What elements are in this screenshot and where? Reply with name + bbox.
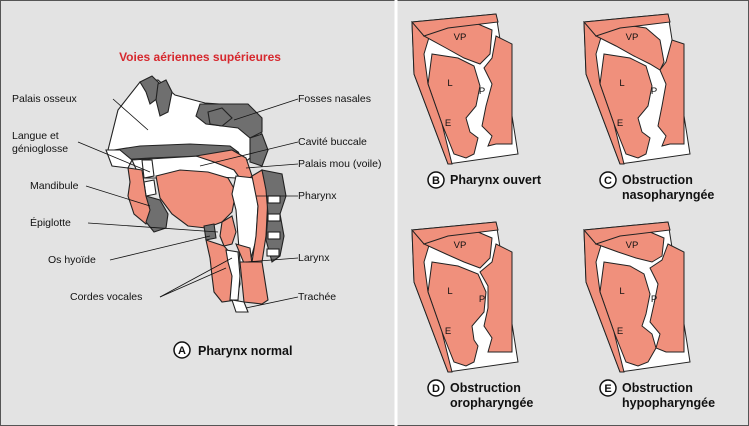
- label-p: P: [651, 294, 657, 305]
- figure-title: Voies aériennes supérieures: [119, 50, 281, 64]
- posterior-wall: [481, 35, 513, 147]
- posterior-wall: [649, 243, 685, 353]
- esophagus: [239, 261, 269, 305]
- anterior-wall: [583, 21, 625, 165]
- panel-caption-line1: Obstruction: [622, 381, 693, 395]
- label-cordes-vocales: Cordes vocales: [70, 291, 142, 303]
- palate-strip: [410, 221, 499, 245]
- vertebral-disc-3: [267, 231, 281, 240]
- label-e: E: [617, 326, 623, 337]
- label-fosses-nasales: Fosses nasales: [298, 93, 371, 105]
- label-p: P: [479, 294, 485, 305]
- panel-badge: [427, 379, 445, 397]
- label-vp: VP: [626, 32, 639, 43]
- tongue-region: [427, 53, 481, 159]
- posterior-wall: [479, 243, 513, 353]
- palate-strip: [582, 221, 671, 245]
- label-p: P: [479, 86, 485, 97]
- label-vp: VP: [626, 240, 639, 251]
- panel-letter: E: [604, 383, 611, 395]
- panel-caption-line1: Obstruction: [622, 173, 693, 187]
- anterior-wall: [411, 21, 453, 165]
- epiglottis: [219, 215, 237, 247]
- anterior-wall: [583, 229, 625, 373]
- turbinate-middle: [207, 107, 233, 127]
- label-pharynx: Pharynx: [298, 190, 337, 202]
- hyoid-bone: [203, 223, 217, 241]
- head-anatomy-drawing: [105, 75, 287, 313]
- panel-letter: C: [604, 175, 612, 187]
- panel-letter: B: [432, 175, 440, 187]
- lower-lip-chin: [127, 167, 153, 225]
- label-e: E: [445, 118, 451, 129]
- label-vp: VP: [454, 240, 467, 251]
- panel-badge: [599, 379, 617, 397]
- panel-b: VP L P E B Pharynx ouvert: [410, 13, 542, 189]
- upper-teeth: [141, 159, 155, 179]
- panel-letter: D: [432, 383, 440, 395]
- panel-caption-line1: Pharynx ouvert: [450, 173, 542, 187]
- panel-badge: [599, 171, 617, 189]
- trachea: [231, 299, 249, 313]
- label-mandibule: Mandibule: [30, 180, 79, 192]
- leader-lines: [77, 98, 299, 309]
- label-langue-line2: génioglosse: [12, 143, 68, 155]
- label-e: E: [445, 326, 451, 337]
- vertebral-disc-4: [266, 248, 280, 257]
- label-langue-line1: Langue et: [12, 130, 59, 142]
- posterior-wall: [657, 39, 685, 147]
- label-os-hyoide: Os hyoïde: [48, 254, 96, 266]
- panel-caption-line1: Obstruction: [450, 381, 521, 395]
- label-palais-osseux: Palais osseux: [12, 93, 78, 105]
- label-larynx: Larynx: [298, 252, 330, 264]
- tongue: [155, 169, 237, 229]
- panel-a-badge: [173, 341, 191, 359]
- palate-strip: [582, 13, 671, 37]
- label-l: L: [447, 286, 452, 297]
- label-cavite-buccale: Cavité buccale: [298, 136, 367, 148]
- label-l: L: [447, 78, 452, 89]
- label-p: P: [651, 86, 657, 97]
- panel-caption-line2: nasopharyngée: [622, 188, 714, 202]
- label-palais-mou: Palais mou (voile): [298, 158, 381, 170]
- label-trachee: Trachée: [298, 291, 336, 303]
- tongue-region: [599, 53, 653, 159]
- panel-badge: [427, 171, 445, 189]
- panel-a-letter: A: [178, 345, 186, 357]
- label-l: L: [619, 286, 624, 297]
- anterior-wall: [411, 229, 453, 373]
- palate-strip: [410, 13, 499, 37]
- label-l: L: [619, 78, 624, 89]
- mandible-bone: [145, 195, 169, 233]
- panel-caption-line2: oropharyngée: [450, 396, 533, 410]
- turbinate-upper: [155, 79, 173, 117]
- tongue-region: [599, 261, 657, 367]
- panel-caption-line2: hypopharyngée: [622, 396, 715, 410]
- vertebral-disc-2: [267, 213, 281, 222]
- label-e: E: [617, 118, 623, 129]
- skull-base: [249, 133, 269, 167]
- tongue-region: [427, 261, 487, 367]
- vertebral-disc-1: [267, 195, 281, 204]
- panel-a-caption: Pharynx normal: [198, 344, 292, 358]
- label-epiglotte: Épiglotte: [30, 216, 71, 229]
- label-vp: VP: [454, 32, 467, 43]
